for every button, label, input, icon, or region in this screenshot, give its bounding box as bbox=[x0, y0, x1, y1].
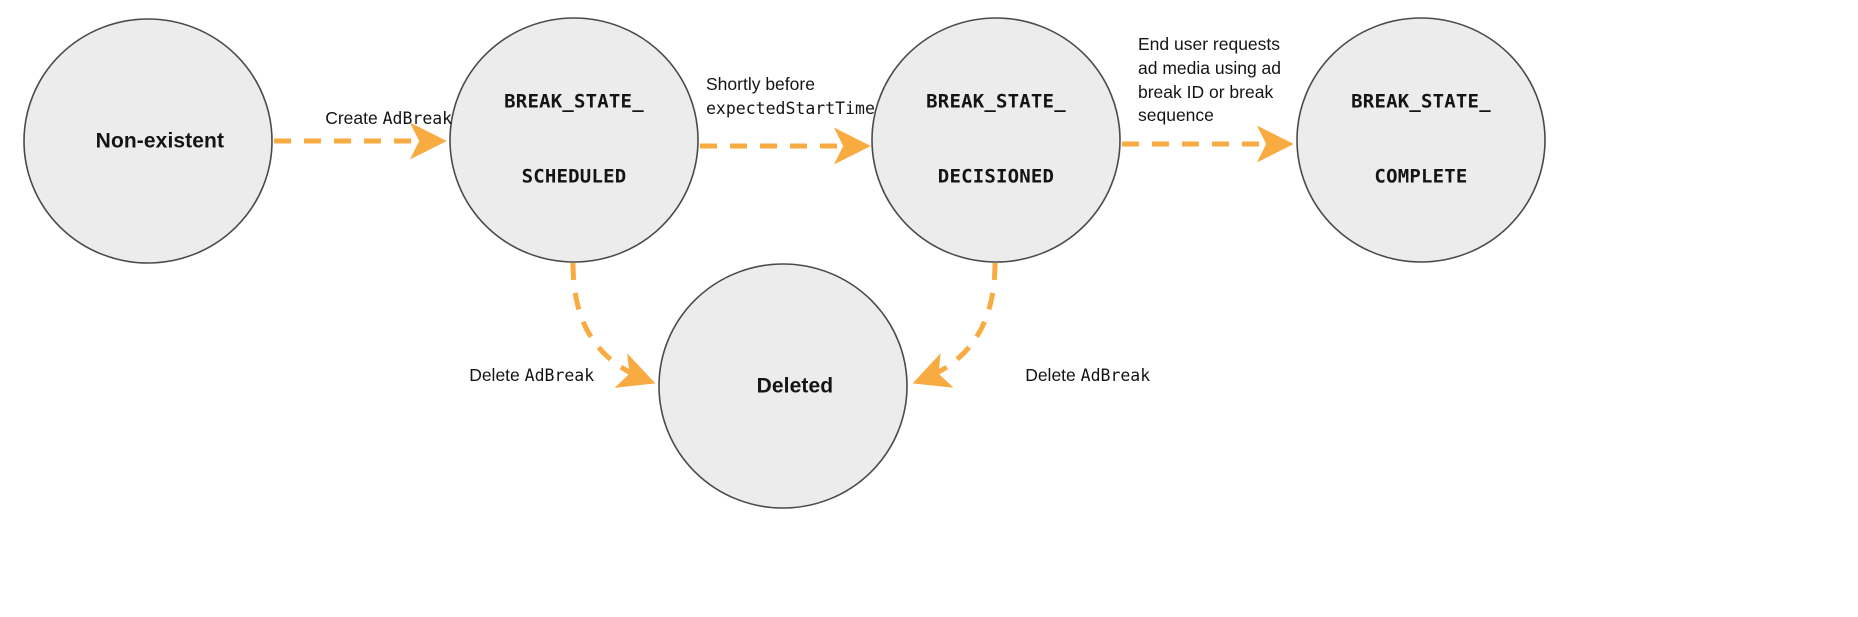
node-deleted[interactable] bbox=[658, 263, 908, 509]
edge-delete-adbreak-from-decisioned bbox=[912, 262, 998, 388]
node-non-existent[interactable] bbox=[23, 18, 273, 264]
node-break-state-complete[interactable] bbox=[1296, 17, 1546, 263]
node-break-state-scheduled[interactable] bbox=[449, 17, 699, 263]
node-break-state-decisioned[interactable] bbox=[871, 17, 1121, 263]
edge-delete-adbreak-from-scheduled bbox=[570, 262, 656, 388]
